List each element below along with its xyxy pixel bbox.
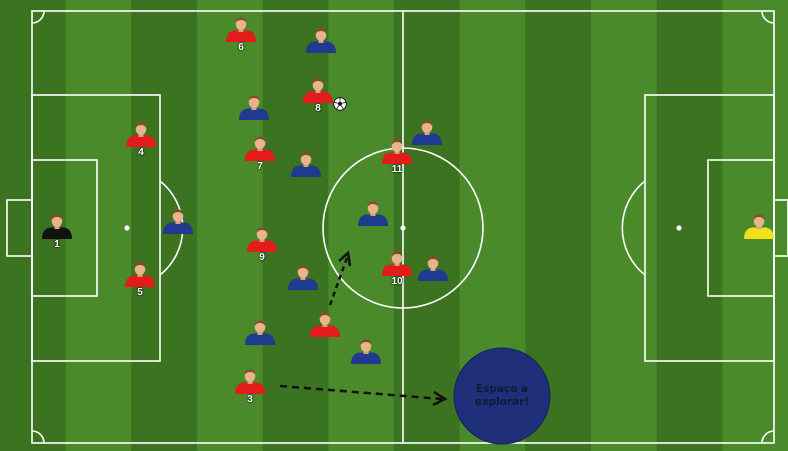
player-blue[interactable] [243, 318, 277, 358]
player-figure-icon [243, 318, 277, 346]
player-number: 8 [301, 103, 335, 114]
player-red-2[interactable]: 3 [233, 367, 267, 407]
player-figure-icon [349, 337, 383, 365]
center-spot [400, 225, 405, 230]
player-blue[interactable] [286, 263, 320, 303]
player-figure-icon [410, 118, 444, 146]
player-number: 4 [124, 147, 158, 158]
player-number: 7 [243, 161, 277, 172]
player-figure-icon [304, 26, 338, 54]
player-blue[interactable] [349, 337, 383, 377]
player-red-9[interactable]: 10 [380, 249, 414, 289]
football-ball-icon [333, 97, 347, 111]
player-figure-icon [40, 212, 74, 240]
player-number: 9 [245, 252, 279, 263]
player-red-3[interactable]: 4 [124, 120, 158, 160]
player-figure-icon [380, 137, 414, 165]
player-figure-icon [245, 225, 279, 253]
player-figure-icon [301, 76, 335, 104]
player-red-11[interactable] [308, 310, 342, 350]
player-figure-icon [161, 207, 195, 235]
player-figure-icon [356, 199, 390, 227]
player-number: 10 [380, 276, 414, 287]
player-figure-icon [416, 254, 450, 282]
player-number: 5 [123, 287, 157, 298]
player-figure-icon [380, 249, 414, 277]
player-red-10[interactable]: 11 [380, 137, 414, 177]
player-red-5[interactable]: 6 [224, 15, 258, 55]
player-blue[interactable] [289, 150, 323, 190]
player-blue[interactable] [304, 26, 338, 66]
player-figure-icon [243, 134, 277, 162]
player-figure-icon [289, 150, 323, 178]
player-number: 3 [233, 394, 267, 405]
player-blue[interactable] [416, 254, 450, 294]
grass-stripe [657, 0, 723, 451]
player-red-4[interactable]: 5 [123, 260, 157, 300]
player-number: 11 [380, 164, 414, 175]
player-red-6[interactable]: 7 [243, 134, 277, 174]
space-to-explore-label: Espaço a explorar! [452, 352, 552, 440]
right-penalty-spot [676, 225, 681, 230]
player-blue[interactable] [237, 93, 271, 133]
player-figure-icon [308, 310, 342, 338]
player-red-7[interactable]: 8 [301, 76, 335, 116]
player-figure-icon [742, 212, 776, 240]
player-figure-icon [124, 120, 158, 148]
player-blue-gk[interactable] [742, 212, 776, 252]
grass-stripe [66, 0, 132, 451]
player-figure-icon [237, 93, 271, 121]
player-blue[interactable] [161, 207, 195, 247]
grass-stripe [394, 0, 460, 451]
grass-stripe [591, 0, 657, 451]
left-penalty-spot [124, 225, 129, 230]
player-red-8[interactable]: 9 [245, 225, 279, 265]
player-blue[interactable] [410, 118, 444, 158]
player-blue[interactable] [356, 199, 390, 239]
player-figure-icon [233, 367, 267, 395]
player-figure-icon [286, 263, 320, 291]
player-number: 1 [40, 239, 74, 250]
player-figure-icon [224, 15, 258, 43]
player-red-gk-1[interactable]: 1 [40, 212, 74, 252]
player-number: 6 [224, 42, 258, 53]
player-figure-icon [123, 260, 157, 288]
